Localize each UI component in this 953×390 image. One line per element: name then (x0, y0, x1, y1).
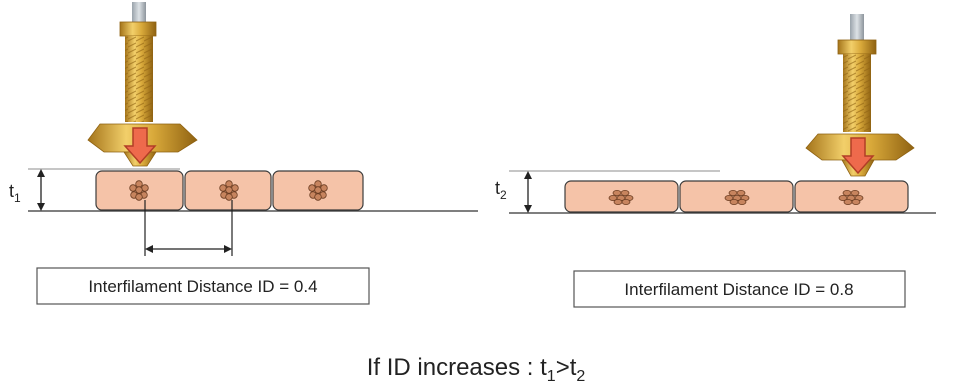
conclusion-text: If ID increases : t1>t2 (367, 354, 586, 385)
caption-text: Interfilament Distance ID = 0.8 (624, 280, 853, 299)
fiber-bundle (219, 180, 239, 201)
thickness-dimension (37, 169, 45, 211)
left-panel: t1 Interfilament Distance ID = 0.4 (9, 2, 478, 305)
fiber-bundle (608, 190, 634, 205)
down-arrow-icon (841, 137, 875, 175)
right-panel: t2 Interfilament Distance ID = 0.8 (495, 14, 936, 308)
fiber-bundle (724, 190, 750, 205)
interfilament-distance-dimension (144, 200, 233, 256)
thickness-label: t2 (495, 178, 507, 202)
caption-box (36, 267, 370, 305)
fiber-bundle (308, 180, 328, 201)
caption-text: Interfilament Distance ID = 0.4 (88, 277, 317, 296)
thickness-dimension (524, 171, 532, 213)
thickness-label: t1 (9, 181, 21, 205)
nozzle-icon (805, 14, 915, 177)
fiber-bundle (129, 180, 149, 201)
down-arrow-icon (123, 127, 157, 165)
fiber-bundle (838, 190, 864, 205)
caption-box (573, 270, 906, 308)
